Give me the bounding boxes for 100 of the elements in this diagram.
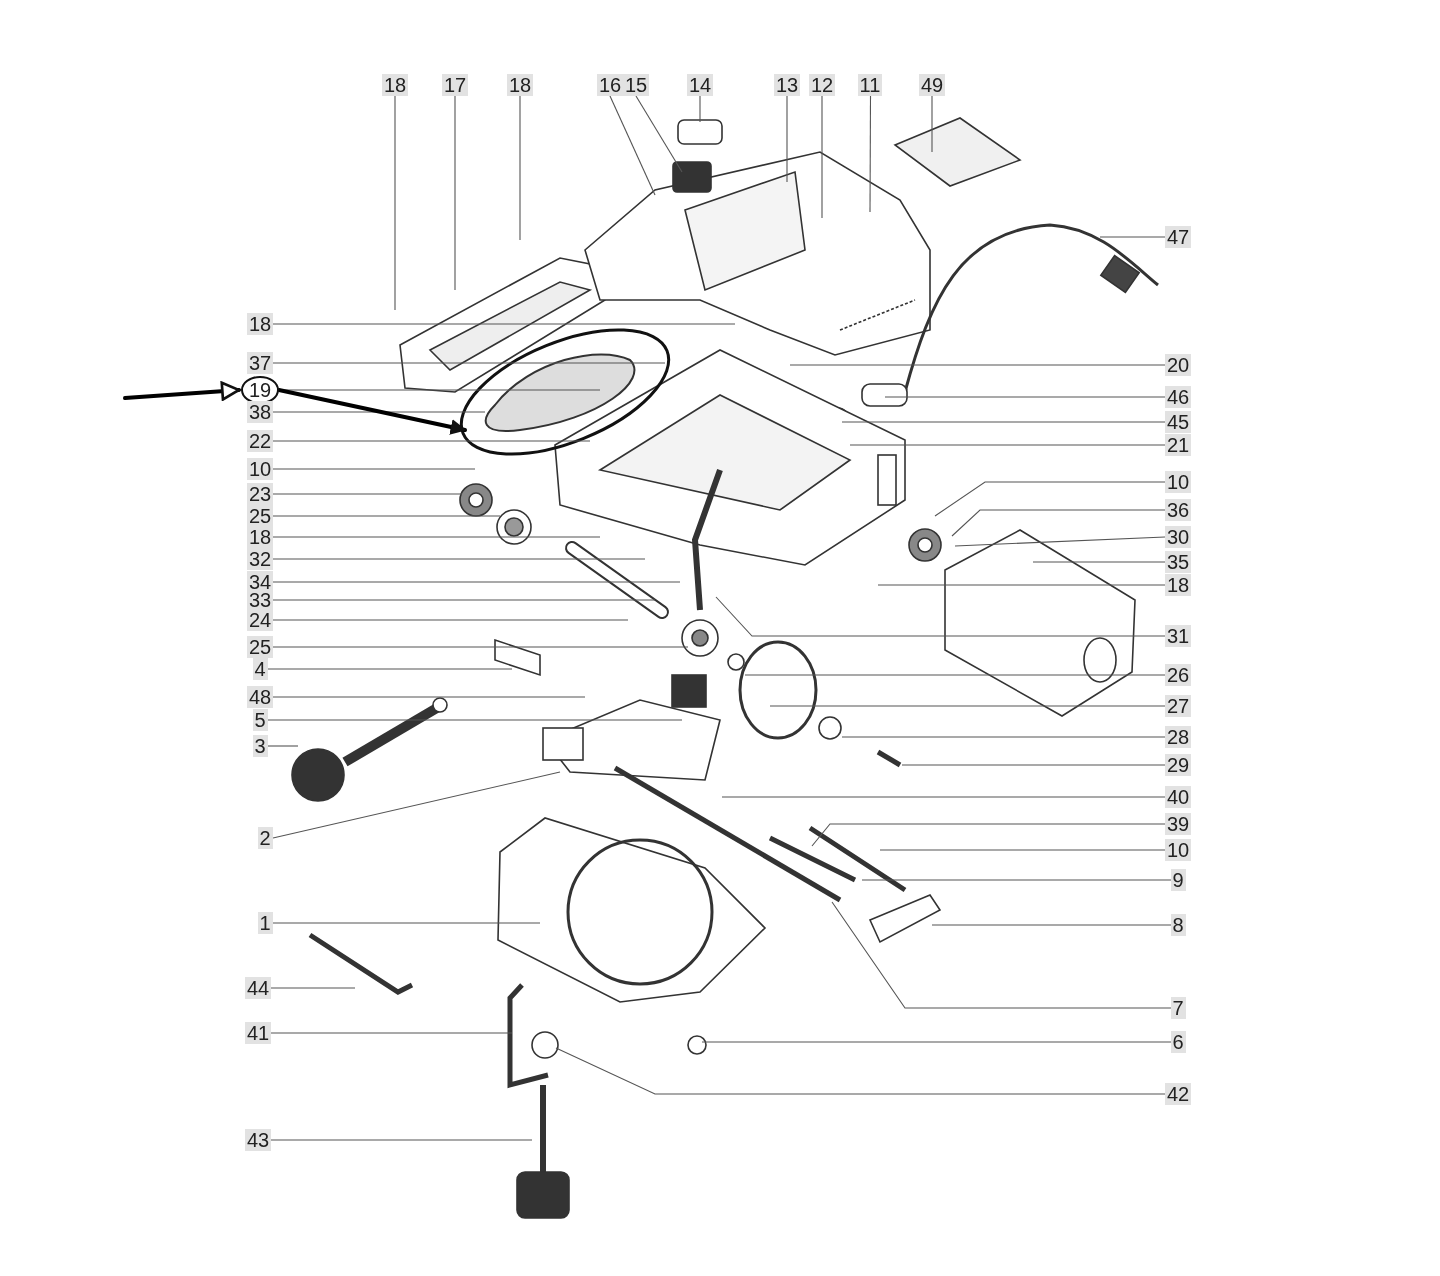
- leader-line: [272, 468, 476, 470]
- callout-number: 9: [1170, 869, 1186, 891]
- callout-number: 23: [247, 483, 274, 505]
- leader-line: [272, 771, 561, 839]
- callout-number: 49: [919, 74, 946, 96]
- callout-number: 8: [1170, 914, 1186, 936]
- leader-line: [272, 599, 656, 601]
- callout-number: 16: [597, 74, 624, 96]
- callout-number: 46: [1165, 386, 1192, 408]
- callout-number: 45: [1165, 411, 1192, 433]
- leader-line: [267, 745, 299, 747]
- leader-line: [931, 924, 1172, 926]
- callout-number: 28: [1165, 726, 1192, 748]
- leader-line: [272, 619, 629, 621]
- callout-number: 29: [1165, 754, 1192, 776]
- leader-line: [272, 581, 681, 583]
- callout-number: 11: [857, 74, 883, 96]
- callout-number: 3: [252, 735, 268, 757]
- leader-line: [861, 879, 1172, 881]
- leader-line: [841, 421, 1166, 423]
- callout-number: 25: [247, 505, 274, 527]
- leader-line: [272, 323, 736, 325]
- callout-number: 18: [507, 74, 534, 96]
- leader-line: [901, 764, 1166, 766]
- callout-number: 35: [1165, 551, 1192, 573]
- leader-line: [272, 440, 591, 442]
- leader-line: [841, 736, 1166, 738]
- callout-number: 25: [247, 636, 274, 658]
- leader-line: [272, 536, 601, 538]
- callout-number: 40: [1165, 786, 1192, 808]
- leader-line: [609, 95, 656, 196]
- callout-number: 26: [1165, 664, 1192, 686]
- leader-line: [877, 584, 1166, 586]
- arrow: [123, 381, 241, 401]
- leader-line: [951, 509, 1166, 537]
- callout-number: 2: [257, 827, 273, 849]
- callout-number: 36: [1165, 499, 1192, 521]
- leader-line: [394, 95, 396, 311]
- callout-number: 32: [247, 548, 274, 570]
- callout-number: 30: [1165, 526, 1192, 548]
- callout-number: 6: [1170, 1031, 1186, 1053]
- callout-number: 31: [1165, 625, 1192, 647]
- callout-number: 13: [774, 74, 801, 96]
- callout-number: 19: [241, 376, 280, 404]
- callout-number: 18: [382, 74, 409, 96]
- leader-line: [1032, 561, 1166, 563]
- leader-line: [272, 411, 486, 413]
- callout-number: 10: [247, 458, 274, 480]
- callout-number: 37: [247, 352, 274, 374]
- callout-number: 47: [1165, 226, 1192, 248]
- leader-line: [699, 95, 701, 123]
- leader-line: [272, 362, 666, 364]
- leader-line: [635, 95, 683, 173]
- callout-number: 4: [252, 658, 268, 680]
- leader-line: [934, 481, 1166, 517]
- leader-line: [519, 95, 521, 241]
- callout-number: 10: [1165, 471, 1192, 493]
- leader-line: [721, 796, 1166, 798]
- callout-number: 12: [809, 74, 836, 96]
- leader-line: [811, 823, 1166, 847]
- callout-number: 18: [247, 313, 274, 335]
- leader-line: [272, 515, 501, 517]
- leader-line: [884, 396, 1166, 398]
- leader-line: [869, 95, 872, 213]
- callout-number: 14: [687, 74, 714, 96]
- leader-line: [879, 849, 1166, 851]
- callout-number: 17: [442, 74, 469, 96]
- callout-number: 44: [245, 977, 272, 999]
- leader-line: [272, 922, 541, 924]
- leader-line: [454, 95, 456, 291]
- leader-line: [789, 364, 1166, 366]
- leader-line: [715, 596, 1166, 637]
- leader-line: [270, 987, 356, 989]
- callout-number: 24: [247, 609, 274, 631]
- leader-line: [272, 493, 463, 495]
- callout-number: 7: [1170, 997, 1186, 1019]
- callout-number: 42: [1165, 1083, 1192, 1105]
- callout-number: 18: [1165, 574, 1192, 596]
- callout-number: 22: [247, 430, 274, 452]
- leader-line: [267, 719, 683, 721]
- callout-number: 41: [245, 1022, 272, 1044]
- callout-number: 1: [257, 912, 273, 934]
- leader-line: [931, 95, 933, 153]
- callout-number: 43: [245, 1129, 272, 1151]
- leader-line: [744, 674, 1166, 676]
- callout-number: 27: [1165, 695, 1192, 717]
- leader-line: [769, 705, 1166, 707]
- callout-number: 20: [1165, 354, 1192, 376]
- callout-number: 21: [1165, 434, 1192, 456]
- leader-line: [555, 1047, 1166, 1095]
- callout-number: 39: [1165, 813, 1192, 835]
- leader-line: [270, 1139, 533, 1141]
- callout-number: 38: [247, 401, 274, 423]
- leader-line: [849, 444, 1166, 446]
- leader-line: [701, 1041, 1172, 1043]
- leader-line: [267, 668, 513, 670]
- leader-line: [272, 558, 646, 560]
- leader-line: [954, 536, 1166, 547]
- leader-line: [831, 901, 1172, 1009]
- callout-number: 5: [252, 709, 268, 731]
